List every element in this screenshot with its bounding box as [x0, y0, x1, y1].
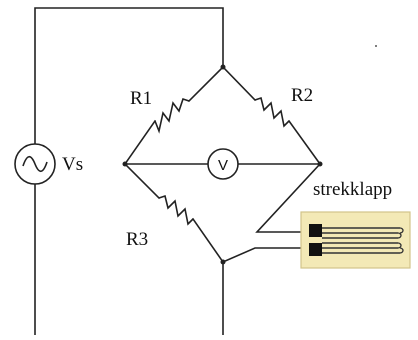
sine-wave-icon: [22, 155, 48, 173]
r1-label: R1: [130, 88, 152, 109]
voltage-source: [14, 143, 56, 185]
supply-wires: [34, 7, 224, 336]
stray-dot: [375, 45, 377, 47]
strain-gauge: [300, 211, 411, 269]
resistor-r2: [221, 65, 322, 166]
voltmeter: V: [124, 148, 321, 180]
r2-label: R2: [291, 85, 313, 106]
strain-gauge-label: strekklapp: [313, 179, 392, 200]
source-label: Vs: [62, 154, 83, 175]
r3-label: R3: [126, 229, 148, 250]
resistor-r3: [123, 162, 225, 264]
gauge-wires: [221, 162, 322, 264]
voltmeter-symbol: V: [218, 157, 228, 174]
resistor-r1: [123, 65, 225, 166]
